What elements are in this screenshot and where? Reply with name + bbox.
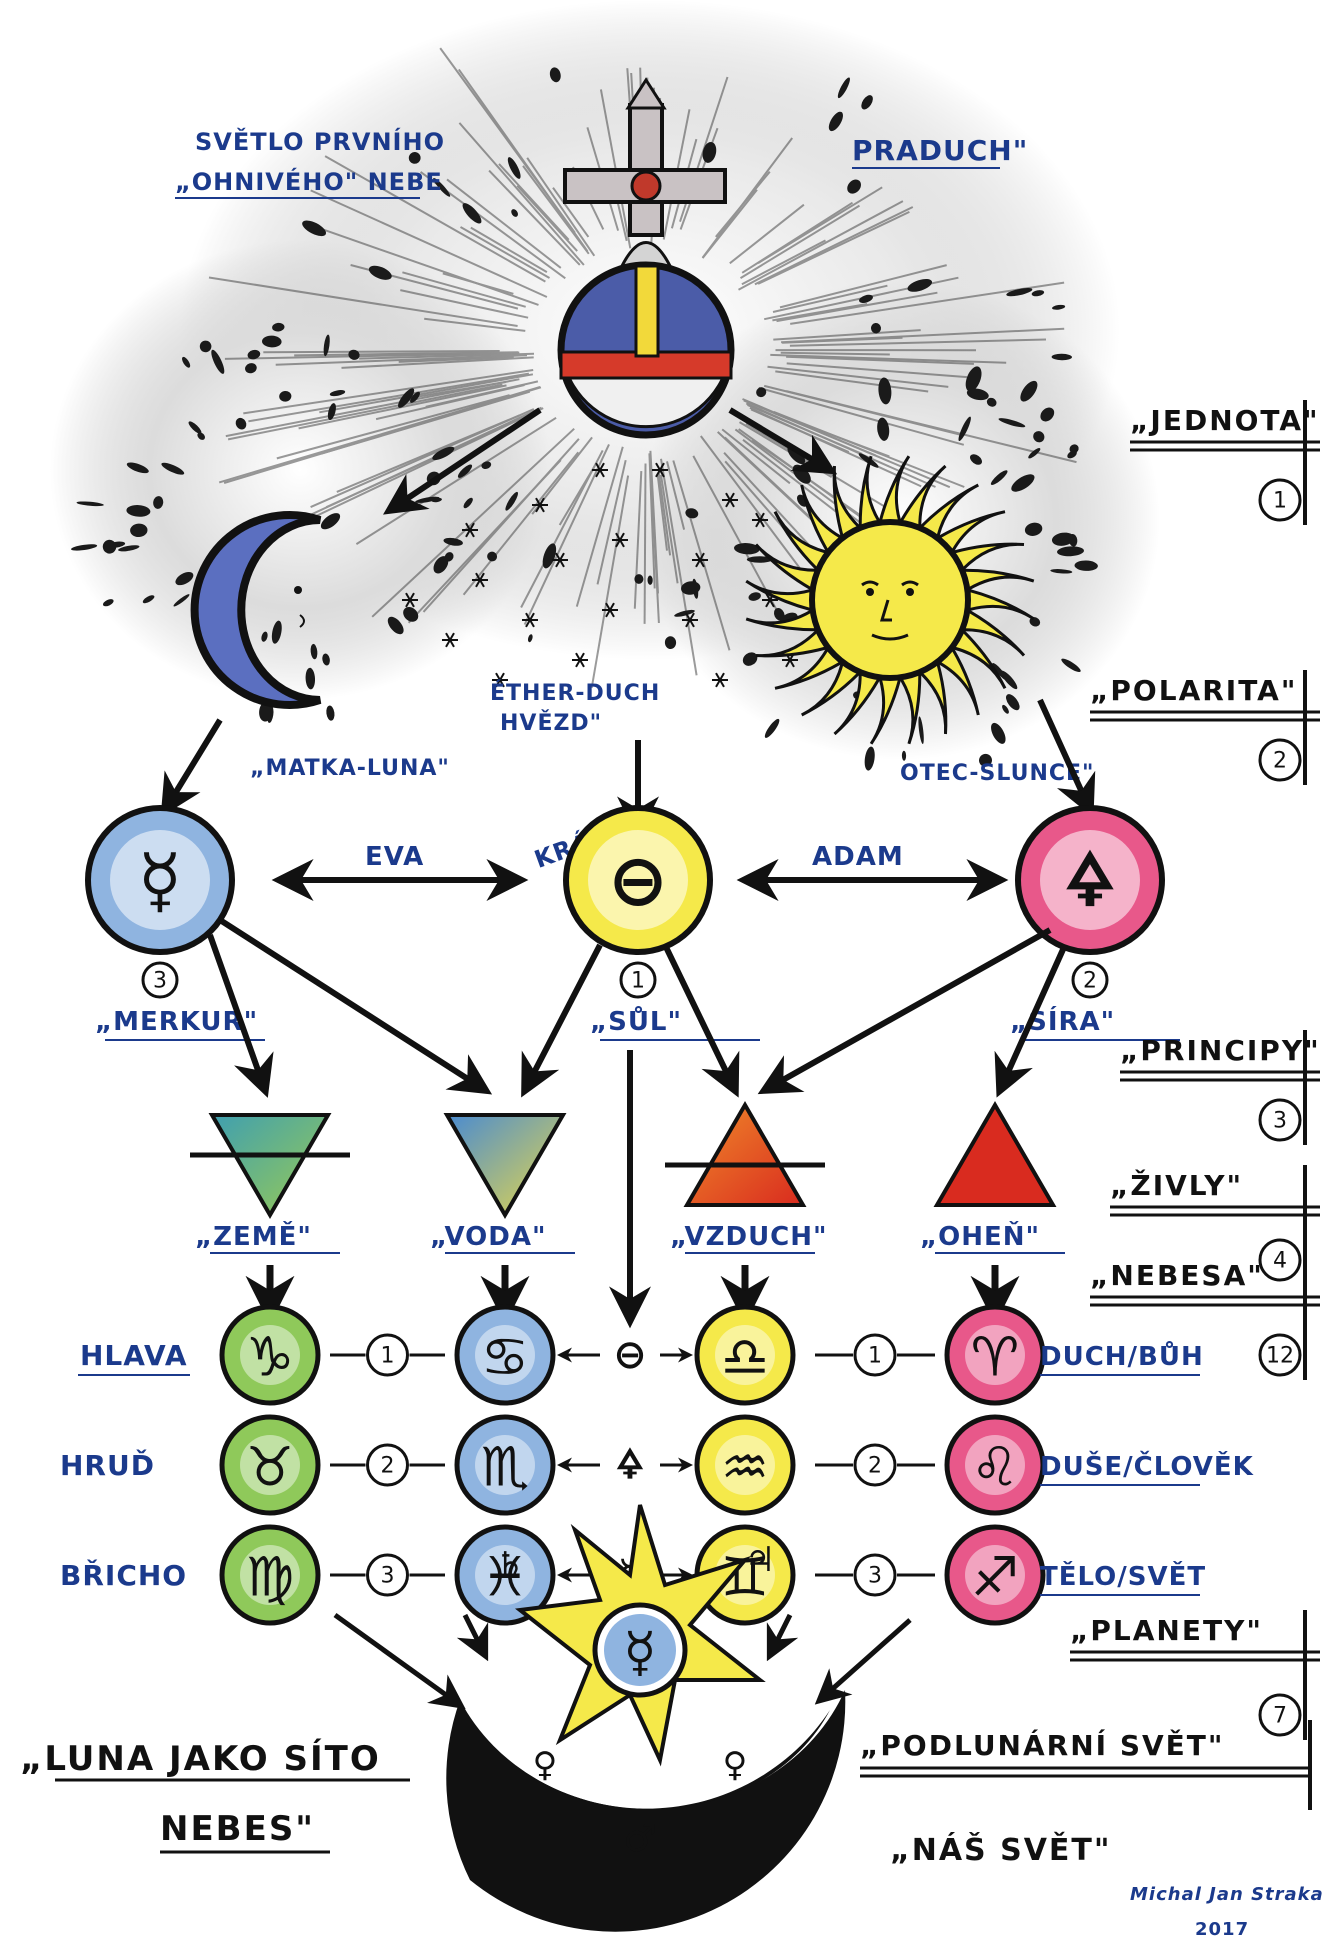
arrow-moon-merkur — [165, 720, 220, 810]
jupiter-icon: ♃ — [745, 1540, 775, 1580]
level-number: 12 — [1266, 1344, 1294, 1369]
level-label: „JEDNOTA" — [1130, 404, 1320, 437]
zodiac-sign-icon: ♎ — [721, 1326, 769, 1389]
bottom-right-venus-icon: ♀ — [723, 1745, 748, 1785]
fire-triangle-icon: „OHEŇ" — [920, 1105, 1065, 1315]
nas-svet-label: „NÁŠ SVĚT" — [890, 1831, 1112, 1868]
center-principle-icon: 🜍 — [616, 1442, 644, 1488]
signature-year: 2017 — [1195, 1919, 1249, 1940]
podlunarni-label: „PODLUNÁRNÍ SVĚT" — [860, 1728, 1224, 1762]
row-number: 2 — [868, 1454, 882, 1479]
principle-label: „SŮL" — [590, 1004, 682, 1037]
row-number: 2 — [381, 1454, 395, 1479]
center-principle-icon: ⊖ — [613, 1332, 647, 1378]
element-label: „VZDUCH" — [670, 1222, 828, 1252]
principle-number: 2 — [1083, 969, 1097, 994]
level-label: „PRINCIPY" — [1120, 1034, 1321, 1067]
body-part-label: HLAVA — [80, 1339, 187, 1372]
row-number: 1 — [868, 1344, 882, 1369]
spirit-level-label: TĚLO/SVĚT — [1040, 1560, 1206, 1592]
zodiac-sign-icon: ♉ — [246, 1436, 294, 1499]
zodiac-sign-icon: ♐ — [971, 1546, 1019, 1609]
level-number: 7 — [1273, 1704, 1287, 1729]
arrow-sira-vzduch — [765, 930, 1050, 1090]
element-label: „VODA" — [430, 1222, 547, 1252]
svetlo-label-1: SVĚTLO PRVNÍHO — [195, 127, 445, 156]
level-number: 4 — [1273, 1249, 1287, 1274]
arrow-sul-voda — [525, 945, 600, 1090]
otec-slunce-label: OTEC-SLUNCE" — [900, 761, 1095, 786]
principle-symbol-icon: ☿ — [138, 838, 182, 922]
level-number: 3 — [1273, 1109, 1287, 1134]
principle-1: ⊖ 1 „SŮL" — [566, 808, 760, 1040]
arrow-merkur-voda — [220, 920, 485, 1090]
principles-row: ☿3„MERKUR"⊖1„SŮL"🜍2„SÍRA" — [88, 808, 1180, 1040]
principle-symbol-icon: 🜍 — [1065, 838, 1116, 922]
level-label: „POLARITA" — [1090, 674, 1297, 707]
zodiac-sign-icon: ♍ — [246, 1546, 294, 1609]
level-number: 1 — [1273, 489, 1287, 514]
svetlo-label-2: „OHNIVÉHO" NEBE — [175, 167, 443, 196]
saturn-icon: ♄ — [495, 1545, 525, 1585]
air-triangle-icon: „VZDUCH" — [665, 1105, 828, 1315]
level-label: „PLANETY" — [1070, 1614, 1263, 1647]
nebes-label: NEBES" — [160, 1809, 315, 1849]
praduch-label: PRADUCH" — [852, 134, 1028, 167]
mars-icon: ♂ — [623, 1816, 657, 1860]
ether-label-1: ÉTHER-DUCH — [490, 680, 660, 706]
element-label: „ZEMĚ" — [195, 1220, 312, 1252]
body-part-label: BŘICHO — [60, 1558, 187, 1592]
zodiac-sign-icon: ♒ — [721, 1436, 769, 1499]
zodiac-sign-icon: ♏ — [481, 1436, 529, 1499]
element-label: „OHEŇ" — [920, 1220, 1040, 1252]
adam-label: ADAM — [812, 842, 904, 872]
principle-number: 3 — [153, 969, 167, 994]
zodiac-sign-icon: ♋ — [481, 1326, 529, 1389]
level-label: „ŽIVLY" — [1110, 1168, 1243, 1202]
bottom-left-venus-icon: ♀ — [533, 1745, 558, 1785]
zodiac-sign-icon: ♌ — [971, 1436, 1019, 1499]
principle-0: ☿ 3 „MERKUR" — [88, 808, 265, 1040]
level-bracket-6: „PLANETY" 7 — [1070, 1610, 1320, 1740]
cloud-blot — [325, 705, 335, 721]
zodiac-sign-icon: ♈ — [971, 1326, 1019, 1389]
spirit-level-label: DUŠE/ČLOVĚK — [1040, 1450, 1254, 1482]
matka-luna-label: „MATKA-LUNA" — [250, 756, 450, 781]
zodiac-sign-icon: ♑ — [246, 1326, 294, 1389]
spirit-level-label: DUCH/BŮH — [1040, 1339, 1204, 1372]
principle-number: 1 — [631, 969, 645, 994]
level-bracket-2: „POLARITA" 2 — [1090, 670, 1320, 785]
row-number: 1 — [381, 1344, 395, 1369]
body-part-label: HRUĎ — [60, 1448, 155, 1482]
level-bracket-3: „PRINCIPY" 3 — [1120, 1030, 1321, 1145]
bottom-center-mercury-icon: ☿ — [623, 1621, 656, 1684]
arrow-sun-sira — [1040, 700, 1090, 810]
zodiac-row-2: HRUĎ ♉ ♏ ♒ ♌ 2 2 🜍 DUŠE/ČLOVĚK — [60, 1417, 1254, 1513]
principle-symbol-icon: ⊖ — [608, 838, 668, 922]
zodiac-row-1: HLAVA ♑ ♋ ♎ ♈ 1 1 ⊖ DUCH/BŮH — [78, 1307, 1204, 1403]
row-number: 3 — [868, 1564, 882, 1589]
signature: Michal Jan Straka — [1130, 1884, 1324, 1905]
level-label: „NEBESA" — [1090, 1259, 1264, 1292]
earth-triangle-icon: „ZEMĚ" — [190, 1115, 350, 1315]
water-triangle-icon: „VODA" — [430, 1115, 575, 1315]
principle-label: „MERKUR" — [95, 1007, 258, 1037]
level-number: 2 — [1273, 749, 1287, 774]
ether-label-2: HVĚZD" — [500, 710, 602, 736]
ray-line — [645, 464, 646, 624]
luna-jako-sito-label: „LUNA JAKO SÍTO — [20, 1738, 381, 1779]
row-number: 3 — [381, 1564, 395, 1589]
eva-label: EVA — [365, 842, 424, 872]
